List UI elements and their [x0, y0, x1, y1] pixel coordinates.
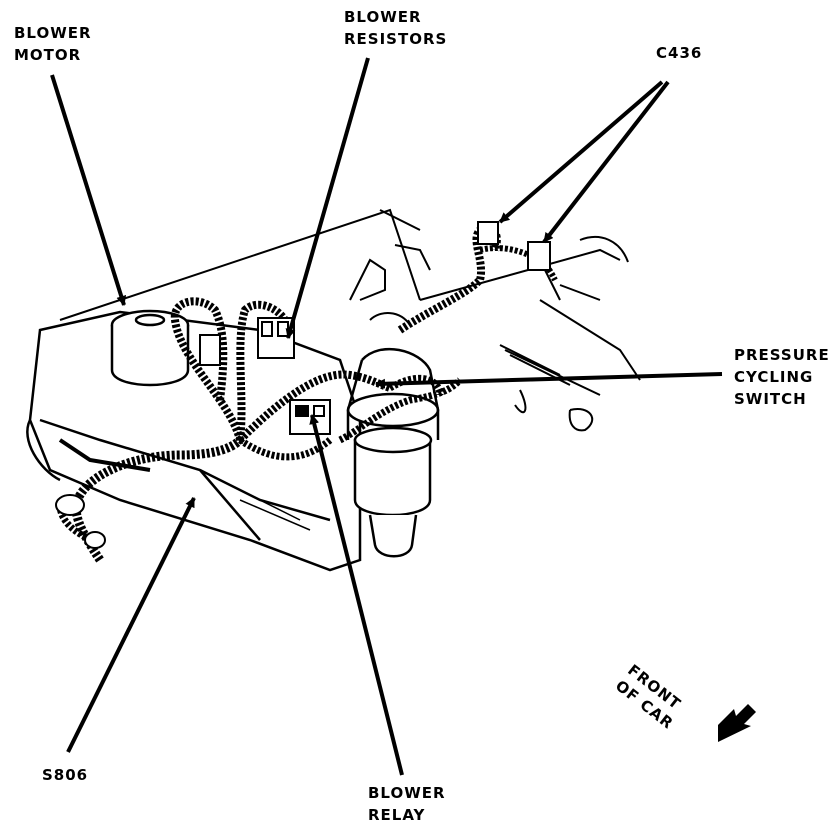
label-blower-relay-line1: BLOWER	[368, 784, 446, 802]
label-blower-resistors-line1: BLOWER	[344, 8, 422, 26]
callout-arrows	[50, 57, 723, 776]
arrow-s806	[66, 497, 196, 753]
label-blower-resistors: BLOWER RESISTORS	[344, 6, 447, 50]
label-blower-relay: BLOWER RELAY	[368, 782, 446, 826]
label-pressure-line2: CYCLING	[734, 368, 814, 386]
blower-housing	[26, 310, 362, 572]
label-blower-resistors-line2: RESISTORS	[344, 30, 448, 48]
label-blower-relay-line2: RELAY	[368, 806, 426, 824]
c436-connectors	[477, 221, 601, 301]
label-pressure-cycling-switch: PRESSURE CYCLING SWITCH	[734, 344, 830, 410]
arrow-blower-motor	[50, 74, 127, 306]
bracket-details	[349, 244, 601, 432]
label-s806: S806	[42, 764, 88, 786]
label-blower-motor-line2: MOTOR	[14, 46, 82, 64]
s806-splice	[55, 494, 106, 549]
front-direction-arrow	[718, 704, 756, 742]
arrow-c436-left	[498, 80, 664, 224]
arrow-pressure-switch	[375, 372, 723, 389]
label-blower-motor: BLOWER MOTOR	[14, 22, 92, 66]
label-blower-motor-line1: BLOWER	[14, 24, 92, 42]
label-c436: C436	[656, 42, 702, 64]
arrow-c436-right	[542, 80, 670, 244]
label-pressure-line1: PRESSURE	[734, 346, 830, 364]
label-pressure-line3: SWITCH	[734, 390, 807, 408]
arrow-blower-resistors	[285, 57, 370, 339]
label-s806-text: S806	[42, 766, 89, 784]
blower-motor-dome	[110, 309, 190, 387]
relay-block	[289, 399, 331, 435]
label-c436-text: C436	[656, 44, 703, 62]
arrow-blower-relay	[309, 414, 404, 776]
